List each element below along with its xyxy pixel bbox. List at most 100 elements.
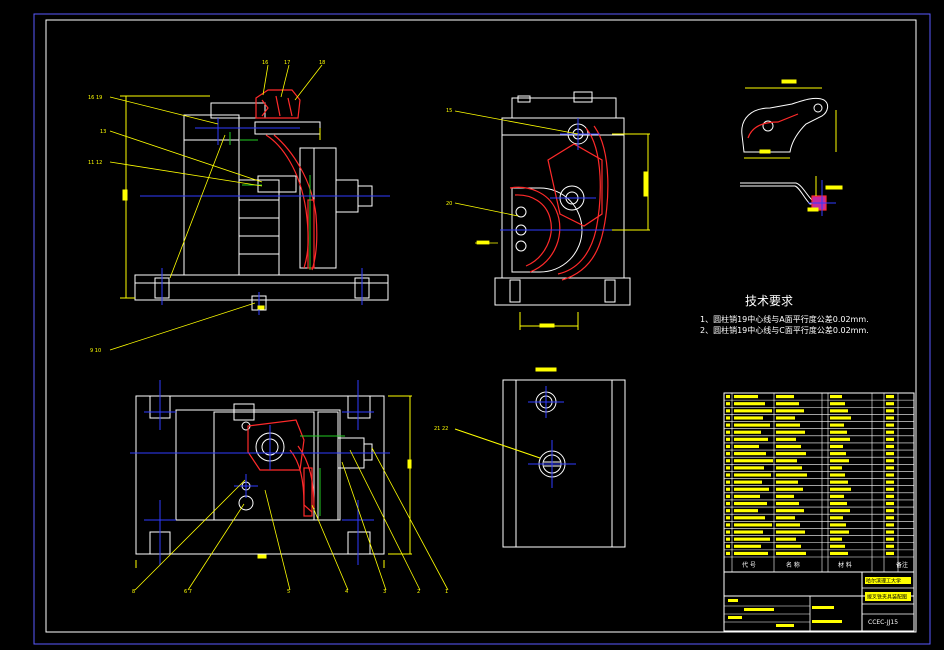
bom-entry-mark [830, 444, 843, 449]
side-view-red-parts [509, 125, 609, 281]
bom-entry-mark [776, 494, 794, 498]
bom-entry-mark [776, 473, 807, 477]
bom-entry-mark [830, 416, 851, 420]
bom-entry-mark [734, 544, 761, 548]
bom-entry-mark [726, 459, 730, 463]
bom-entry-mark [726, 452, 730, 456]
bom-entry-mark [726, 530, 730, 534]
bom-entry-mark [830, 516, 843, 520]
bom-entry-mark [726, 437, 730, 441]
bom-entry-mark [734, 452, 766, 456]
bom-entry-mark [830, 494, 844, 498]
bom-entry-mark [776, 416, 795, 420]
bom-entry-mark [726, 494, 730, 498]
bom-entry-mark [886, 466, 894, 470]
bom-entry-mark [830, 423, 844, 427]
bom-entry-mark [886, 530, 894, 534]
bom-entry-mark [734, 509, 758, 513]
bom-entry-mark [776, 544, 801, 548]
bom-entry-mark [734, 409, 772, 413]
bom-entry-mark [886, 423, 894, 427]
bom-entry-mark [830, 530, 849, 534]
bom-entry-mark [734, 437, 768, 441]
balloon-15: 15 [446, 108, 452, 114]
bom-entry-mark [734, 494, 760, 498]
balloon-8: 8 [132, 589, 135, 595]
front-view [134, 102, 389, 311]
bom-entry-mark [830, 430, 847, 434]
front-view-centerlines [140, 118, 390, 315]
bom-entry-mark [726, 444, 730, 449]
bom-entry-mark [830, 437, 850, 441]
bom-entry-mark [726, 409, 730, 413]
bom-entry-mark [726, 473, 730, 477]
bom-entry-mark [776, 402, 799, 406]
bom-entry-mark [886, 409, 894, 413]
bom-entry-mark [734, 423, 770, 427]
bom-entry-mark [886, 516, 894, 520]
drawing-number: CCEC-JJ15 [868, 619, 898, 626]
part-sketch-centerlines [808, 180, 836, 216]
bom-entry-mark [734, 480, 762, 484]
outer-border [33, 13, 931, 645]
top-view-hidden [300, 435, 345, 516]
bom-entry-mark [776, 459, 797, 463]
bom-entry-mark [886, 523, 894, 527]
bom-entry-mark [830, 523, 846, 527]
bom-entry-mark [830, 395, 842, 399]
bom-entry-mark [886, 501, 894, 506]
bom-entry-mark [886, 480, 894, 484]
bom-entry-mark [726, 423, 730, 427]
bom-entry-mark [726, 395, 730, 399]
bom-entry-mark [830, 501, 847, 506]
bom-entry-mark [886, 551, 894, 555]
bom-entry-mark [830, 544, 845, 548]
top-view-leaders [134, 447, 449, 591]
bom-entry-mark [734, 430, 761, 434]
bom-entry-mark [726, 487, 730, 491]
drawing-name: 拨叉铣夹具装配图 [867, 594, 907, 601]
bom-entry-mark [776, 501, 799, 506]
balloon-3: 3 [383, 589, 386, 595]
balloon-2: 2 [417, 589, 420, 595]
bom-entry-mark [734, 516, 765, 520]
front-view-red-parts [255, 89, 318, 271]
bom-entry-mark [726, 416, 730, 420]
bom-entry-mark [830, 473, 845, 477]
bom-entry-mark [886, 395, 894, 399]
bom-entry-mark [886, 452, 894, 456]
bom-entry-mark [830, 459, 849, 463]
balloon-16: 16 [262, 60, 268, 66]
bom-entry-mark [726, 430, 730, 434]
balloon-21-22: 21 22 [434, 426, 448, 432]
bom-entry-mark [734, 395, 758, 399]
front-view-hidden [229, 132, 311, 270]
side-view [494, 91, 631, 306]
bom-entry-mark [886, 430, 894, 434]
bom-entry-mark [734, 466, 764, 470]
bom-entry-mark [886, 444, 894, 449]
balloon-4: 4 [345, 589, 348, 595]
title-block: 代 号 名 称 材 料 备注 哈尔滨理工大学 拨叉铣夹具装配图 CCEC-JJ1… [723, 392, 915, 632]
bom-entry-mark [776, 409, 804, 413]
balloon-17: 17 [284, 60, 290, 66]
bom-entry-mark [886, 487, 894, 491]
bom-entry-mark [886, 416, 894, 420]
bom-entry-mark [776, 466, 802, 470]
section-view-dims [454, 367, 557, 459]
bom-entry-mark [734, 459, 773, 463]
school-name: 哈尔滨理工大学 [866, 578, 901, 585]
bom-entry-mark [886, 459, 894, 463]
part-sketch-dims [744, 79, 843, 212]
bom-entry-mark [734, 416, 763, 420]
bom-entry-mark [726, 501, 730, 506]
bom-entry-mark [830, 409, 848, 413]
bom-entry-mark [830, 402, 845, 406]
bom-entry-mark [776, 537, 796, 541]
top-view-red-parts [247, 419, 315, 517]
header-material: 材 料 [838, 561, 852, 569]
bom-entry-mark [776, 423, 800, 427]
bom-entry-mark [776, 530, 805, 534]
side-view-leaders [454, 110, 579, 245]
